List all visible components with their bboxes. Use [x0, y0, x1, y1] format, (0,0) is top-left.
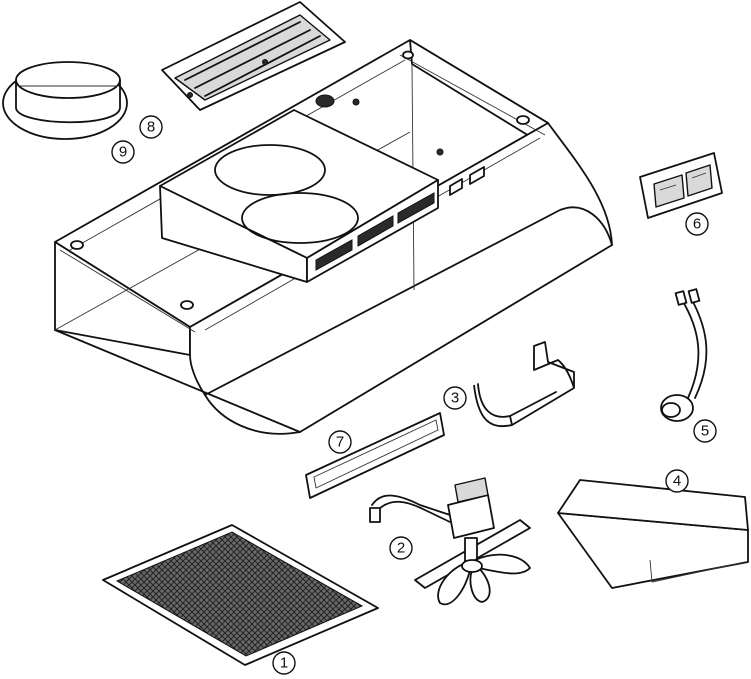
callout-4-label: 4: [673, 473, 681, 490]
callout-2: 2: [389, 536, 413, 560]
callout-5-label: 5: [701, 423, 709, 440]
callout-8-label: 8: [147, 119, 155, 136]
callout-1-label: 1: [280, 655, 288, 672]
callout-7-label: 7: [336, 434, 344, 451]
grease-deflector: [473, 341, 575, 427]
rocker-switch: [639, 152, 723, 219]
callout-6: 6: [685, 212, 709, 236]
callout-9: 9: [111, 140, 135, 164]
callout-8: 8: [139, 115, 163, 139]
range-hood-body: [54, 39, 613, 435]
callout-2-label: 2: [397, 540, 405, 557]
callout-7: 7: [328, 430, 352, 454]
callout-3-label: 3: [451, 390, 459, 407]
grease-filter: [102, 524, 379, 666]
bottom-plate: [557, 479, 749, 589]
duct-collar: [2, 61, 128, 140]
fan-motor-assembly: [369, 477, 531, 606]
callout-1: 1: [272, 651, 296, 675]
callout-3: 3: [443, 386, 467, 410]
damper-bracket: [161, 1, 346, 111]
wire-socket: [660, 288, 708, 422]
callout-5: 5: [693, 419, 717, 443]
light-lens: [305, 412, 445, 499]
callout-6-label: 6: [693, 216, 701, 233]
callout-9-label: 9: [119, 144, 127, 161]
callout-4: 4: [665, 469, 689, 493]
